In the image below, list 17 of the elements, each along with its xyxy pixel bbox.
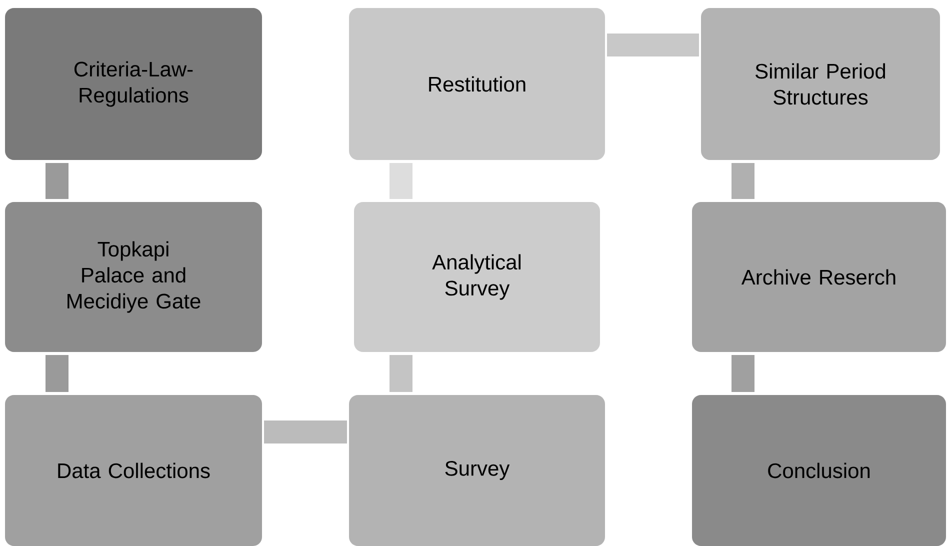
connector-bar bbox=[264, 420, 347, 444]
connector-bar bbox=[607, 34, 699, 56]
process-box: Survey bbox=[349, 395, 605, 546]
process-box: Archive Reserch bbox=[692, 202, 946, 352]
process-box: Analytical Survey bbox=[354, 202, 600, 352]
process-box: Data Collections bbox=[5, 395, 262, 546]
connector-bar bbox=[390, 163, 412, 199]
connector-bar bbox=[732, 355, 754, 392]
process-box: Similar Period Structures bbox=[701, 8, 940, 160]
connector-bar bbox=[390, 355, 412, 392]
connector-bar bbox=[732, 163, 754, 199]
process-box: Topkapi Palace and Mecidiye Gate bbox=[5, 202, 262, 352]
connector-bar bbox=[46, 163, 68, 199]
process-box: Criteria-Law-Regulations bbox=[5, 8, 262, 160]
connector-bar bbox=[46, 355, 68, 392]
process-box: Conclusion bbox=[692, 395, 946, 546]
process-box: Restitution bbox=[349, 8, 605, 160]
